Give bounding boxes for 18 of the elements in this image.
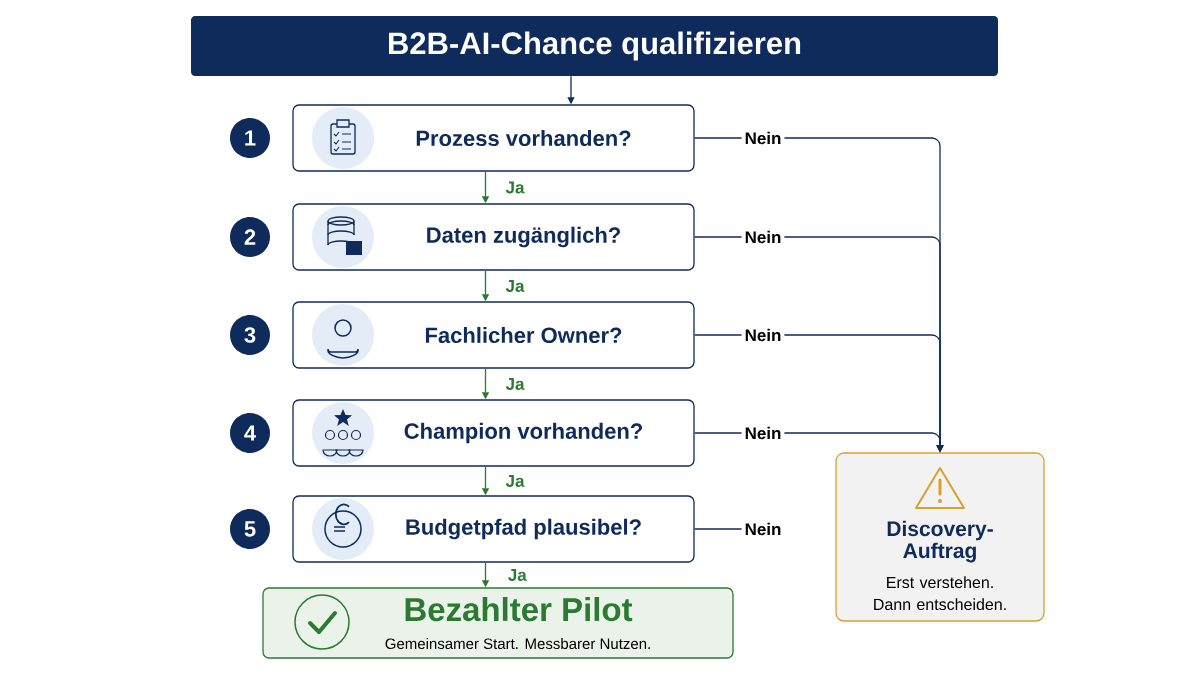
- edge-label: Ja: [505, 280, 525, 292]
- step-number: 4: [230, 413, 270, 453]
- title-banner: B2B-AI-Chance qualifizieren: [191, 16, 998, 76]
- result-box: Bezahlter Pilot Gemeinsamer Start. Messbarer Nutzen.: [262, 587, 734, 659]
- edge-label: Nein: [741, 325, 785, 345]
- edge-label: Ja: [505, 378, 525, 390]
- step-number: 5: [230, 509, 270, 549]
- edge-label: Nein: [741, 128, 785, 148]
- edge-label: Ja: [508, 569, 527, 581]
- step-number: 1: [230, 118, 270, 158]
- edge-label: Ja: [505, 181, 525, 194]
- step-number: 3: [230, 315, 270, 355]
- edge-label: Ja: [505, 475, 525, 487]
- edge-label: Nein: [741, 423, 785, 443]
- edge-label: Nein: [741, 519, 785, 539]
- edge-label: Nein: [741, 227, 785, 247]
- step-number: 2: [230, 217, 270, 257]
- result-box: Discovery-Auftrag Erst verstehen. Dann entscheiden.: [835, 452, 1045, 622]
